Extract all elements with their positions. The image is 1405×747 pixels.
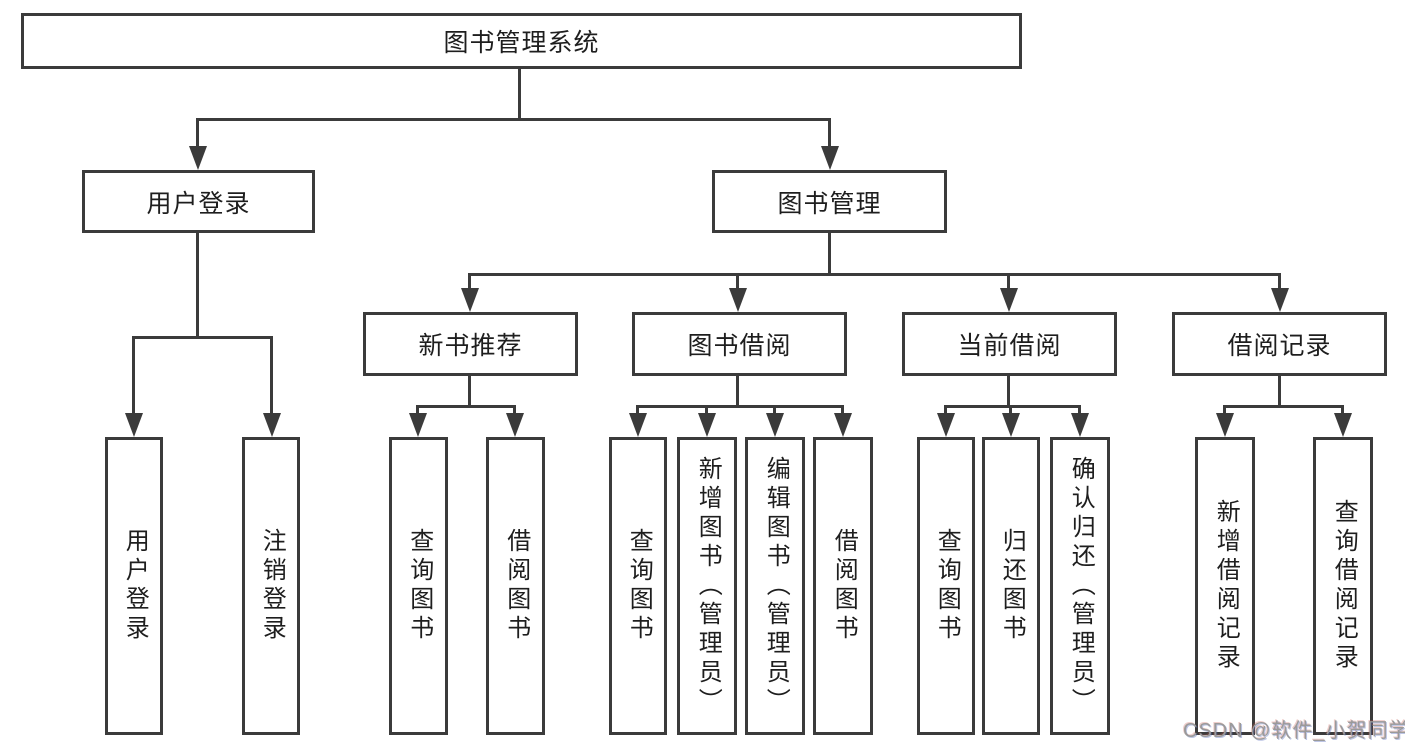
leaf-borrowing-borrow-books: 借阅图书 (813, 437, 873, 735)
leaf-current-query-books: 查询图书 (917, 437, 975, 735)
connector-line (1341, 405, 1344, 415)
leaf-recommend-borrow-books-label: 借阅图书 (502, 528, 530, 644)
connector-arrow (1071, 413, 1089, 437)
leaf-current-return-books: 归还图书 (982, 437, 1040, 735)
connector-arrow (834, 413, 852, 437)
connector-line (705, 405, 708, 415)
leaf-borrowing-query-books-label: 查询图书 (625, 528, 653, 644)
connector-line (132, 336, 135, 416)
connector-line (736, 273, 739, 292)
node-book-management-label: 图书管理 (777, 189, 882, 218)
connector-line (1009, 405, 1012, 415)
connector-line (636, 405, 639, 415)
connector-line (828, 118, 831, 150)
leaf-recommend-borrow-books: 借阅图书 (486, 437, 545, 735)
connector-arrow (1271, 288, 1289, 312)
connector-arrow (937, 413, 955, 437)
leaf-logout-login: 注销登录 (242, 437, 300, 735)
leaf-borrowing-add-books-admin-label: 新增图书（管理员） (694, 455, 722, 717)
node-user-login-label: 用户登录 (146, 189, 251, 218)
leaf-borrowing-edit-books-admin-label: 编辑图书（管理员） (762, 455, 790, 717)
connector-arrow (506, 413, 524, 437)
leaf-user-login: 用户登录 (105, 437, 163, 735)
connector-line (518, 69, 521, 121)
node-new-book-recommend-label: 新书推荐 (418, 332, 523, 360)
connector-line (1223, 405, 1344, 408)
node-current-borrowing: 当前借阅 (902, 312, 1117, 376)
connector-line (944, 405, 947, 415)
node-borrow-records: 借阅记录 (1172, 312, 1387, 376)
node-borrow-records-label: 借阅记录 (1227, 332, 1332, 360)
connector-line (1278, 376, 1281, 407)
node-new-book-recommend: 新书推荐 (363, 312, 578, 376)
leaf-user-login-label: 用户登录 (121, 528, 149, 644)
connector-arrow (629, 413, 647, 437)
connector-line (416, 405, 516, 408)
node-book-borrowing-label: 图书借阅 (687, 332, 792, 360)
connector-line (132, 336, 273, 339)
leaf-borrowing-edit-books-admin: 编辑图书（管理员） (745, 437, 805, 735)
leaf-current-confirm-return-admin: 确认归还（管理员） (1050, 437, 1110, 735)
connector-line (773, 405, 776, 415)
leaf-logout-login-label: 注销登录 (258, 528, 286, 644)
connector-line (828, 233, 831, 275)
leaf-records-add-record-label: 新增借阅记录 (1212, 499, 1240, 673)
connector-line (1278, 273, 1281, 292)
connector-line (1007, 376, 1010, 407)
connector-line (944, 405, 1081, 408)
connector-line (513, 405, 516, 415)
connector-line (736, 376, 739, 407)
connector-line (468, 273, 471, 292)
connector-line (196, 118, 199, 150)
connector-arrow (189, 146, 207, 170)
leaf-borrowing-borrow-books-label: 借阅图书 (830, 528, 858, 644)
connector-arrow (821, 146, 839, 170)
leaf-current-confirm-return-admin-label: 确认归还（管理员） (1067, 455, 1095, 717)
leaf-current-query-books-label: 查询图书 (933, 528, 961, 644)
connector-arrow (125, 413, 143, 437)
connector-arrow (766, 413, 784, 437)
leaf-recommend-query-books: 查询图书 (389, 437, 448, 735)
watermark: CSDN @软件_小贺同学 (1183, 720, 1405, 742)
node-book-management: 图书管理 (712, 170, 947, 233)
leaf-borrowing-add-books-admin: 新增图书（管理员） (677, 437, 737, 735)
connector-line (841, 405, 844, 415)
connector-line (1007, 273, 1010, 292)
connector-line (636, 405, 844, 408)
connector-arrow (263, 413, 281, 437)
connector-line (270, 336, 273, 416)
node-library-system-label: 图书管理系统 (443, 29, 600, 57)
connector-arrow (698, 413, 716, 437)
connector-line (468, 376, 471, 407)
leaf-records-query-record: 查询借阅记录 (1313, 437, 1373, 735)
leaf-borrowing-query-books: 查询图书 (609, 437, 667, 735)
connector-line (196, 118, 830, 121)
leaf-records-query-record-label: 查询借阅记录 (1330, 499, 1358, 673)
connector-arrow (1334, 413, 1352, 437)
connector-line (1078, 405, 1081, 415)
connector-arrow (1216, 413, 1234, 437)
connector-line (1223, 405, 1226, 415)
connector-arrow (409, 413, 427, 437)
connector-line (416, 405, 419, 415)
connector-arrow (1000, 288, 1018, 312)
leaf-current-return-books-label: 归还图书 (998, 528, 1026, 644)
leaf-recommend-query-books-label: 查询图书 (405, 528, 433, 644)
node-library-system: 图书管理系统 (21, 13, 1022, 69)
connector-arrow (729, 288, 747, 312)
node-book-borrowing: 图书借阅 (632, 312, 847, 376)
connector-arrow (1002, 413, 1020, 437)
leaf-records-add-record: 新增借阅记录 (1195, 437, 1255, 735)
node-user-login: 用户登录 (82, 170, 315, 233)
node-current-borrowing-label: 当前借阅 (957, 332, 1062, 360)
connector-line (468, 273, 1281, 276)
connector-arrow (461, 288, 479, 312)
connector-line (196, 233, 199, 336)
